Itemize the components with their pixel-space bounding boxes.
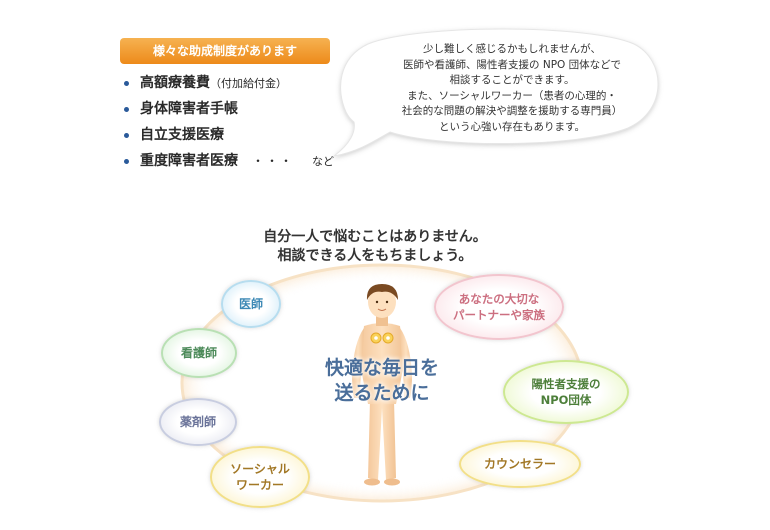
node-label: パートナーや家族: [453, 308, 545, 322]
bubble-line: 少し難しく感じるかもしれませんが、: [423, 43, 601, 55]
node-counselor: カウンセラー: [459, 440, 581, 488]
support-item-label: 重度障害者医療: [140, 153, 238, 169]
support-item-note: （付加給付金）: [210, 77, 287, 90]
support-item-label: 高額療養費: [140, 75, 210, 91]
bubble-line: 医師や看護師、陽性者支援の NPO 団体などで: [403, 58, 621, 71]
bubble-line: また、ソーシャルワーカー（患者の心理的・: [407, 89, 617, 102]
person-illustration: [352, 284, 412, 486]
node-label: 医師: [238, 297, 263, 311]
node-label: 看護師: [180, 346, 217, 360]
ellipsis-dots: ・・・: [252, 154, 295, 168]
node-nurse: 看護師: [161, 328, 237, 378]
speech-bubble-shape: [333, 28, 659, 157]
list-item: 自立支援医療: [122, 122, 334, 148]
network-title: 自分一人で悩むことはありません。 相談できる人をもちましょう。: [200, 228, 550, 266]
bubble-line: という心強い存在もあります。: [439, 120, 585, 133]
node-pharmacist: 薬剤師: [159, 398, 237, 446]
node-label: 薬剤師: [179, 415, 216, 429]
network-title-line: 相談できる人をもちましょう。: [277, 248, 473, 264]
center-message-line: 快適な毎日を: [324, 357, 439, 379]
node-label: 陽性者支援の: [531, 377, 601, 391]
node-partner-family: あなたの大切な パートナーや家族: [434, 274, 564, 340]
support-header: 様々な助成制度があります: [120, 38, 330, 64]
support-item-etc: など: [312, 155, 335, 168]
speech-bubble-text: 少し難しく感じるかもしれませんが、 医師や看護師、陽性者支援の NPO 団体など…: [362, 42, 662, 135]
node-social-worker: ソーシャル ワーカー: [210, 446, 310, 508]
node-label: カウンセラー: [483, 457, 556, 471]
node-label: あなたの大切な: [458, 292, 540, 306]
support-item-label: 自立支援医療: [140, 127, 224, 143]
node-npo: 陽性者支援の NPO団体: [503, 360, 629, 424]
list-item: 高額療養費（付加給付金）: [122, 70, 334, 96]
list-item: 身体障害者手帳: [122, 96, 334, 122]
center-message: 快適な毎日を 送るために: [292, 356, 472, 406]
node-label: ソーシャル: [230, 462, 290, 476]
list-item: 重度障害者医療・・・ など: [122, 148, 334, 174]
support-list: 高額療養費（付加給付金） 身体障害者手帳 自立支援医療 重度障害者医療・・・ など: [122, 70, 334, 174]
node-label: NPO団体: [540, 393, 592, 407]
bubble-line: 社会的な問題の解決や調整を援助する専門員）: [401, 105, 623, 117]
center-message-line: 送るために: [334, 382, 430, 404]
node-label: ワーカー: [235, 478, 284, 492]
network-title-line: 自分一人で悩むことはありません。: [263, 229, 487, 245]
node-doctor: 医師: [221, 280, 281, 328]
bubble-line: 相談することができます。: [449, 74, 575, 86]
support-item-label: 身体障害者手帳: [140, 101, 238, 117]
